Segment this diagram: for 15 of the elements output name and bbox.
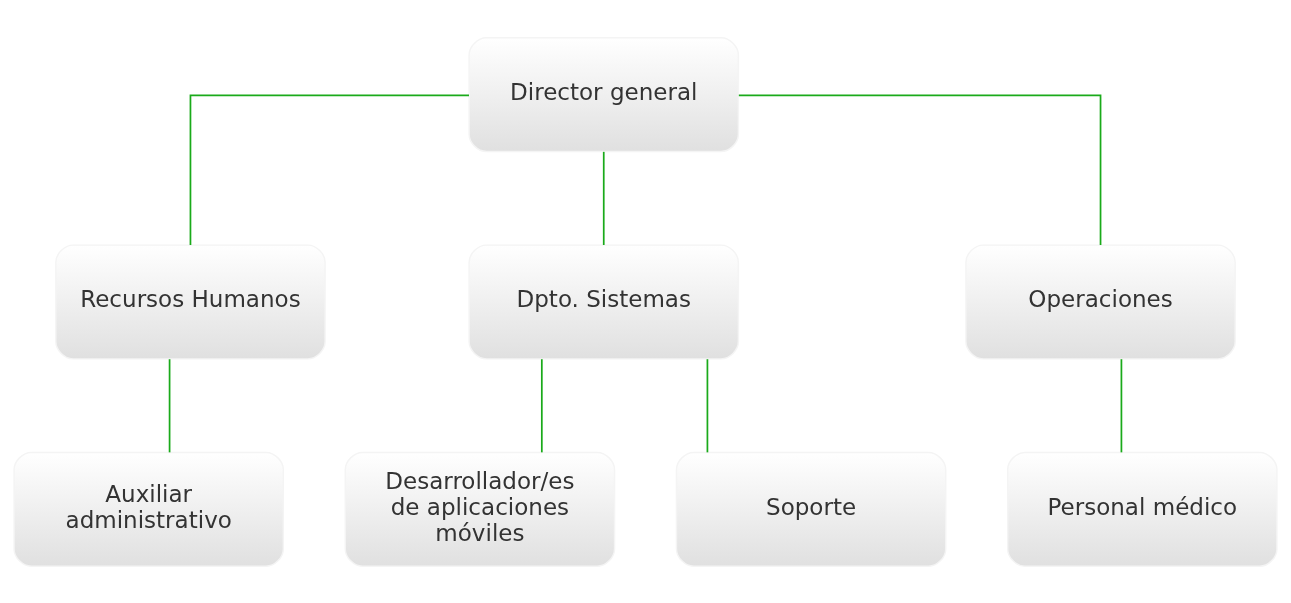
connector <box>737 94 1102 246</box>
node-box: Director general <box>468 36 740 152</box>
node-box: Desarrollador/es de aplicaciones móviles <box>344 451 616 567</box>
node-box: Auxiliar administrativo <box>13 451 285 567</box>
node-box: Soporte <box>675 451 947 567</box>
connector <box>540 357 543 453</box>
node-box: Recursos Humanos <box>55 243 326 360</box>
node-box: Operaciones <box>965 243 1236 360</box>
connector <box>168 357 171 453</box>
node-box: Dpto. Sistemas <box>468 243 740 360</box>
connector <box>602 150 605 246</box>
connector <box>1120 357 1123 453</box>
connector <box>706 357 709 453</box>
node-box: Personal médico <box>1006 451 1278 567</box>
connector <box>189 94 470 246</box>
